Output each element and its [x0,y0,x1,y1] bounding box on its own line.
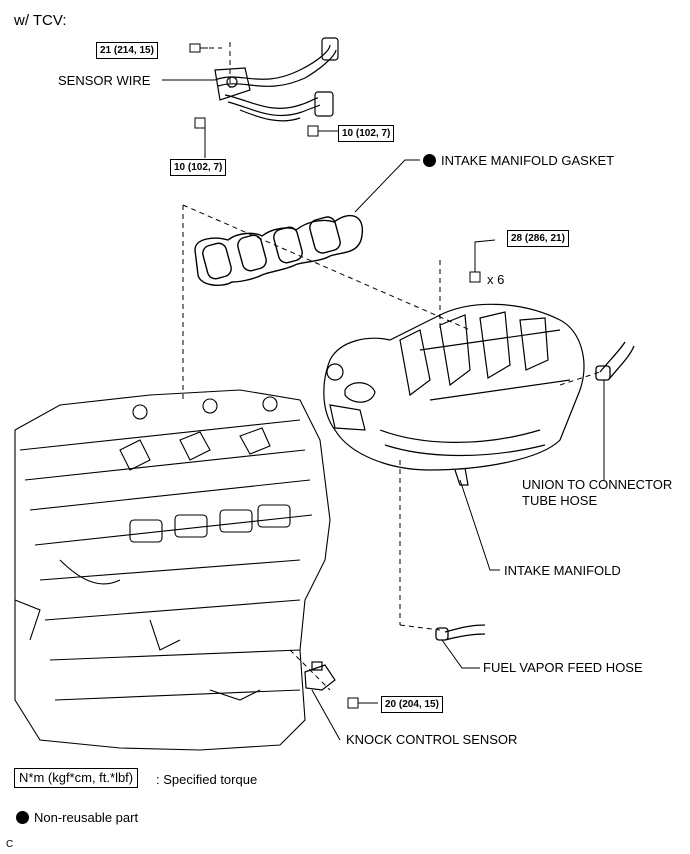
bolt-quantity: x 6 [487,272,505,287]
label-knock-control-sensor: KNOCK CONTROL SENSOR [346,732,518,747]
label-fuel-vapor-feed-hose: FUEL VAPOR FEED HOSE [483,660,643,675]
non-reusable-icon [423,154,436,167]
non-reusable-legend-icon [16,811,29,824]
sensor-wire-drawing [214,37,339,122]
intake-manifold-drawing [323,303,585,486]
legend-torque-description: : Specified torque [156,772,258,787]
gasket-drawing [194,214,364,287]
harness-bolts [189,43,338,137]
legend-non-reusable: Non-reusable part [16,811,138,824]
leader-lines [162,79,605,741]
engine-block-drawing [14,389,331,751]
page-heading: w/ TCV: [14,12,67,29]
corner-code: C [6,839,14,850]
label-intake-manifold-gasket: INTAKE MANIFOLD GASKET [423,154,614,167]
label-union-line2: TUBE HOSE [522,493,598,508]
label-intake-manifold: INTAKE MANIFOLD [504,563,621,578]
torque-spec-connector-bolt: 10 (102, 7) [338,125,395,142]
torque-spec-sensor-wire-bolt: 21 (214, 15) [96,42,158,59]
torque-spec-knock-sensor-bolt: 20 (204, 15) [381,696,443,713]
non-reusable-text: Non-reusable part [34,810,139,825]
legend-torque-unit-box: N*m (kgf*cm, ft.*lbf) [14,768,139,789]
label-union-line1: UNION TO CONNECTOR [522,477,673,492]
label-sensor-wire: SENSOR WIRE [58,73,151,88]
manifold-bolt [469,262,481,283]
fuel-vapor-hose-drawing [435,624,486,641]
union-hose-drawing [595,341,635,381]
torque-spec-lower-left-bolt: 10 (102, 7) [170,159,227,176]
knock-sensor-drawing [304,661,336,691]
knock-sensor-bolt [347,697,378,709]
torque-spec-manifold-bolt: 28 (286, 21) [507,230,569,247]
gasket-label-text: INTAKE MANIFOLD GASKET [441,153,615,168]
